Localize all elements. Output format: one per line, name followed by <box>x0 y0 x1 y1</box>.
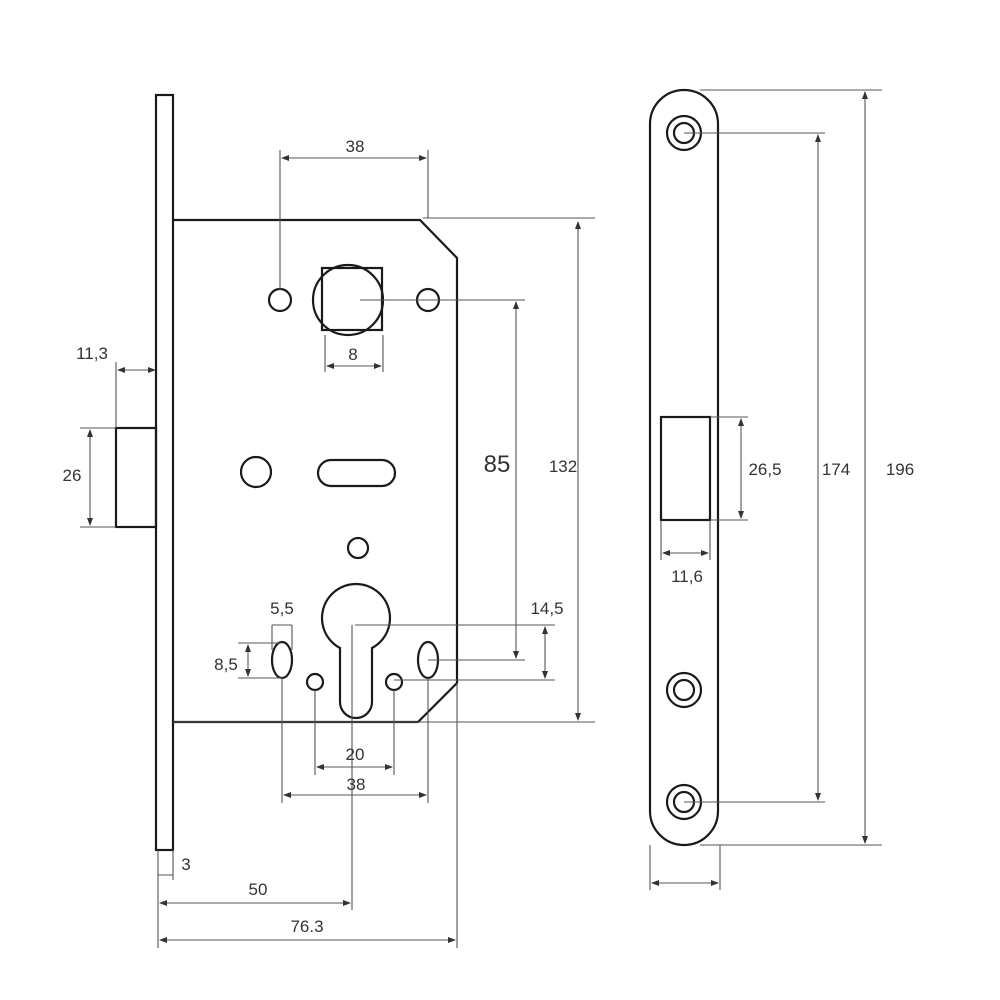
lock-dimensions: 38 8 11,3 26 85 132 14,5 5,5 8,5 20 38 3… <box>63 137 595 948</box>
dim-cylinder-screw-spacing: 20 <box>346 745 365 764</box>
dim-center-distance: 85 <box>484 451 511 478</box>
dim-latch-projection: 11,3 <box>76 344 108 363</box>
spindle-square-hole <box>320 266 384 332</box>
dim-spindle-square: 8 <box>348 345 357 364</box>
dim-plate-height: 196 <box>886 460 914 479</box>
strike-dimensions: 26,5 174 196 11,6 <box>649 89 914 890</box>
small-hole <box>346 536 370 560</box>
strike-screw-hole <box>672 678 696 702</box>
latch-bolt <box>114 426 158 529</box>
dim-oval-width: 5,5 <box>270 599 294 618</box>
dim-latch-height: 26 <box>63 466 82 485</box>
dim-lower-holes-spacing: 38 <box>347 775 366 794</box>
slot <box>316 458 397 488</box>
oval-hole <box>270 640 294 680</box>
dim-spindle-holes-spacing: 38 <box>346 137 365 156</box>
mounting-hole <box>239 455 273 489</box>
strike-opening <box>659 415 712 522</box>
lock-body <box>114 93 459 852</box>
screw-hole <box>267 287 293 313</box>
dim-body-height: 132 <box>549 457 577 476</box>
dim-cylinder-offset: 14,5 <box>530 599 563 618</box>
cylinder-cutout <box>320 582 392 720</box>
faceplate <box>154 93 175 852</box>
strike-plate <box>648 88 720 847</box>
dim-backset: 50 <box>249 880 268 899</box>
dim-opening-width: 11,6 <box>671 567 703 586</box>
cylinder-screw-hole <box>305 672 325 692</box>
dim-opening-height: 26,5 <box>748 460 781 479</box>
strike-plate-outline <box>648 88 720 847</box>
cylinder-screw-hole <box>384 672 404 692</box>
dim-faceplate-thickness: 3 <box>181 855 190 874</box>
dim-total-depth: 76.3 <box>290 917 323 936</box>
dim-hole-spacing: 174 <box>822 460 850 479</box>
dim-oval-height: 8,5 <box>214 655 238 674</box>
lock-case <box>173 218 459 724</box>
